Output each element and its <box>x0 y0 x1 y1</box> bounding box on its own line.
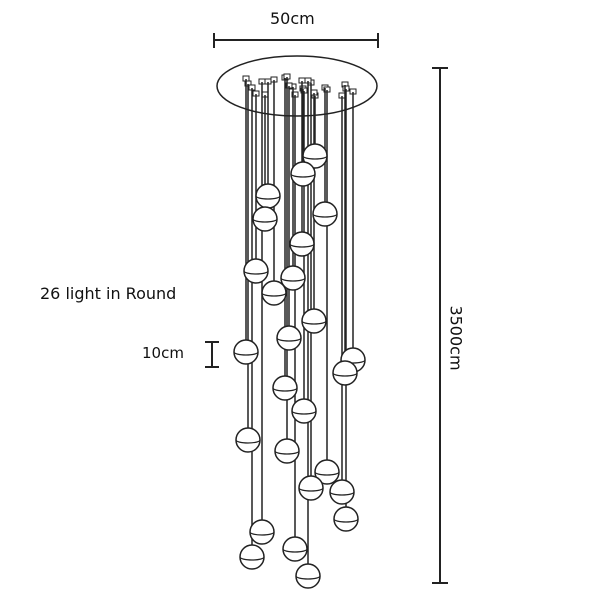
pendant-ball <box>282 536 308 562</box>
height-label: 3500cm <box>446 305 466 371</box>
pendant-ball <box>252 206 278 232</box>
pendant-ball <box>233 339 259 365</box>
pendant-ball <box>249 519 275 545</box>
ball-size-dimension <box>205 341 219 368</box>
pendant-ball <box>291 398 317 424</box>
pendant-ball <box>302 143 328 169</box>
ball-size-label: 10cm <box>142 344 184 362</box>
pendant-ball <box>243 258 269 284</box>
pendant-ball <box>298 475 324 501</box>
canopy-connectors <box>242 73 357 99</box>
pendant-ball <box>329 479 355 505</box>
pendant-ball <box>274 438 300 464</box>
width-dimension <box>213 33 379 48</box>
pendant-ball <box>314 459 340 485</box>
pendant-ball <box>239 544 265 570</box>
light-count-label: 26 light in Round <box>40 284 177 303</box>
pendant-ball <box>235 427 261 453</box>
pendant-balls <box>233 143 366 589</box>
pendant-ball <box>280 265 306 291</box>
pendant-ball <box>333 506 359 532</box>
ceiling-canopy <box>216 55 378 117</box>
pendant-ball <box>289 231 315 257</box>
height-dimension <box>432 67 448 584</box>
pendant-ball <box>276 325 302 351</box>
pendant-ball <box>332 360 358 386</box>
pendant-ball <box>312 201 338 227</box>
pendant-ball <box>261 280 287 306</box>
pendant-ball <box>272 375 298 401</box>
pendant-ball <box>301 308 327 334</box>
pendant-ball <box>290 161 316 187</box>
pendant-ball <box>255 183 281 209</box>
pendant-ball <box>295 563 321 589</box>
width-label: 50cm <box>270 9 315 28</box>
